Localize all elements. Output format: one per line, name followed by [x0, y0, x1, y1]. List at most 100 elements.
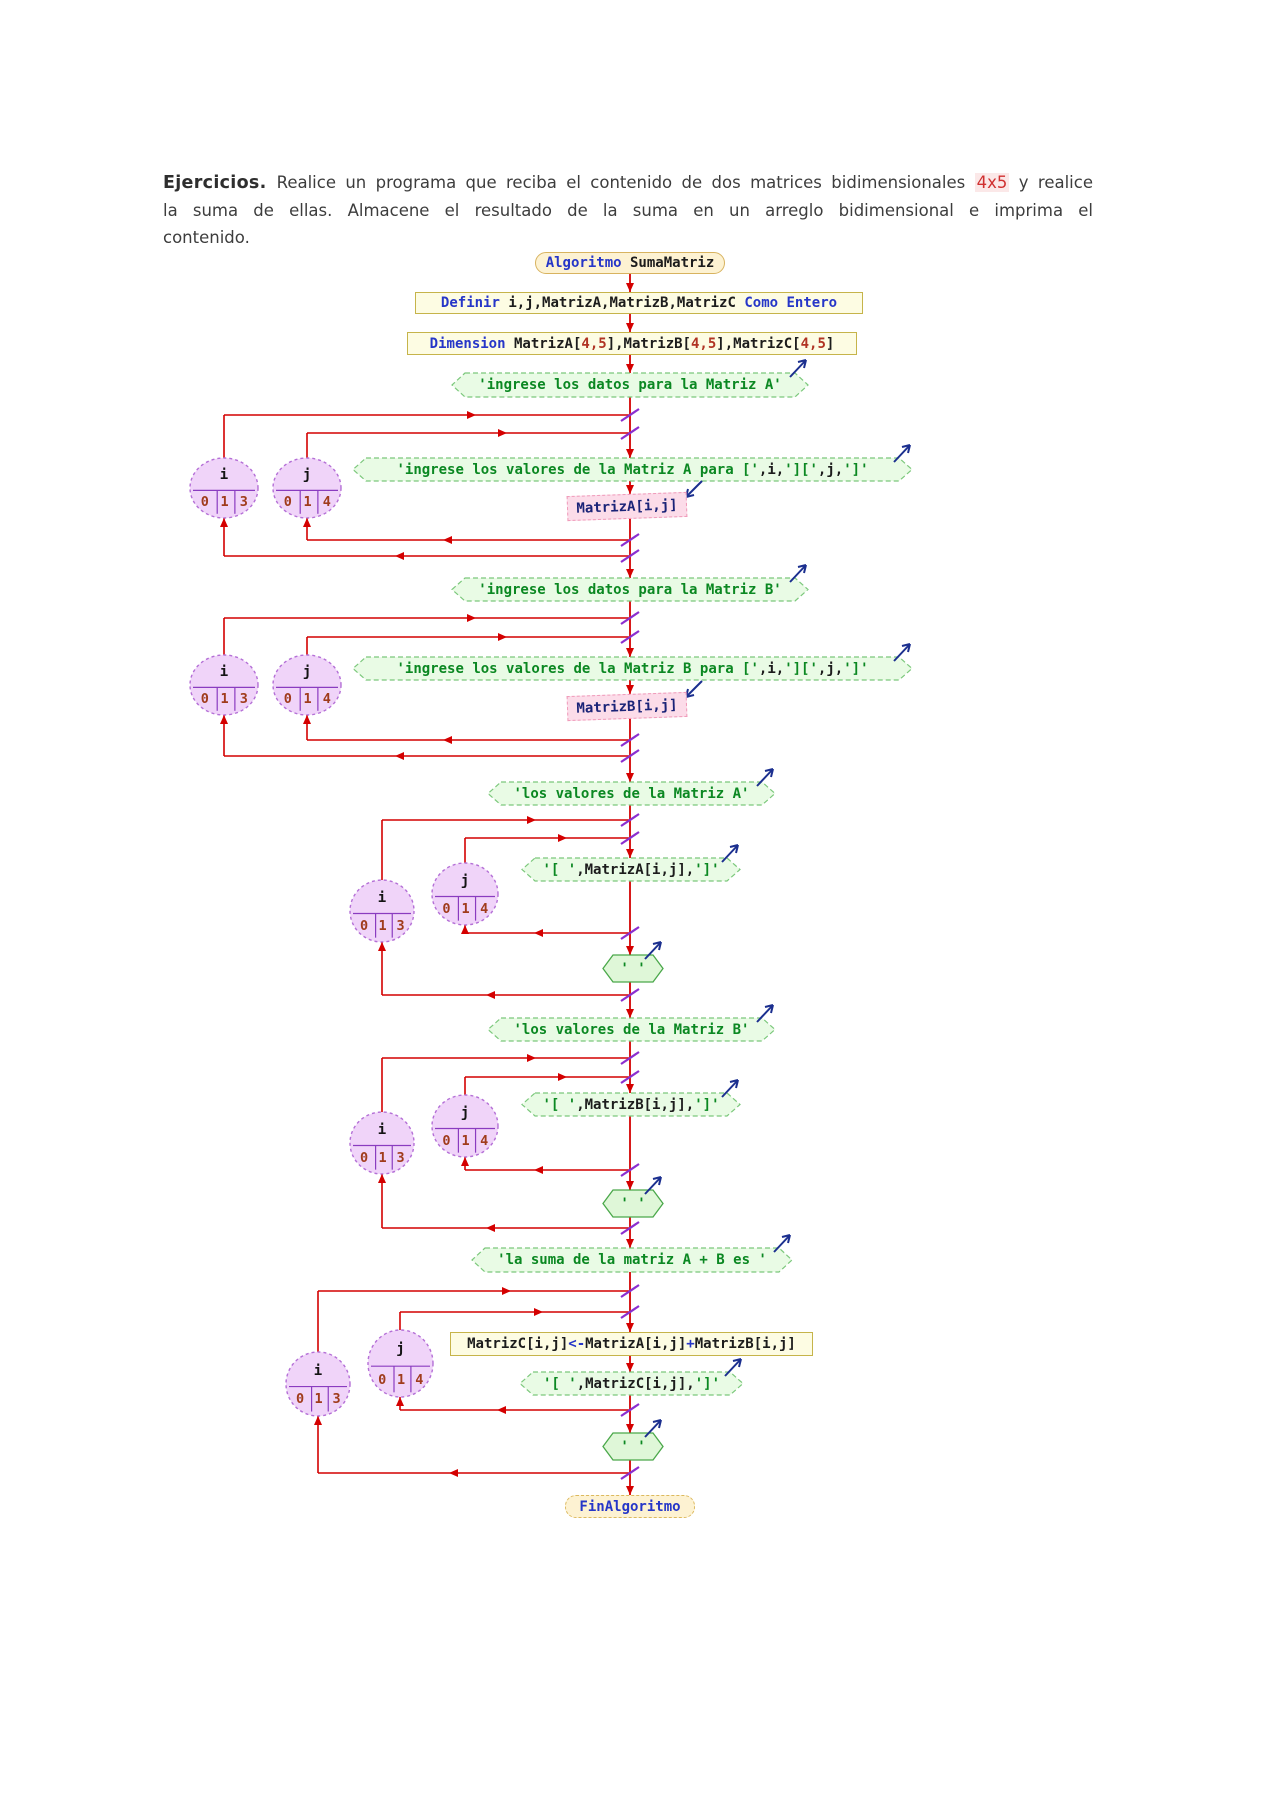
- loop-counter-i-value-1: 1: [314, 1391, 323, 1408]
- loop-counter-j-value-0: 0: [283, 691, 292, 708]
- keyboard-input-arrow-icon: [685, 680, 703, 698]
- loop-counter-j-name[interactable]: j: [396, 1341, 405, 1358]
- output-matrix-a-header[interactable]: 'ingrese los datos para la Matriz A': [452, 373, 808, 397]
- define-variables-node[interactable]: Definir i,j,MatrizA,MatrizB,MatrizC Como…: [415, 292, 863, 314]
- exercise-label: Ejercicios.: [163, 172, 267, 193]
- loop-counter-i-value-2: 3: [396, 1149, 405, 1166]
- loop-counter-i-value-1: 1: [220, 494, 229, 511]
- loop-counter-j-value-0: 0: [283, 494, 292, 511]
- loop-counter-i-name[interactable]: i: [219, 664, 229, 681]
- text-segment: ],MatrizB[: [606, 335, 691, 352]
- screen-output-arrow-icon: [644, 1176, 662, 1195]
- loop-counter-j-name[interactable]: j: [302, 467, 312, 484]
- screen-output-arrow-icon: [724, 1358, 742, 1377]
- loop-counter-i-value-0: 0: [200, 494, 209, 511]
- dimension-node[interactable]: Dimension MatrizA[4,5],MatrizB[4,5],Matr…: [407, 332, 857, 355]
- loop-counter-j-name[interactable]: j: [302, 664, 312, 681]
- loop-counter-i-value-1: 1: [220, 691, 229, 708]
- screen-output-arrow-icon: [789, 564, 807, 583]
- text-segment: 4,5: [581, 335, 607, 352]
- text-segment: ' ': [620, 1438, 646, 1455]
- text-segment: ']': [694, 861, 720, 878]
- loop-counter-j-value-1: 1: [303, 691, 312, 708]
- text-segment: 'ingrese los valores de la Matriz A para…: [396, 461, 759, 478]
- text-segment: 'ingrese los datos para la Matriz B': [478, 581, 782, 598]
- output-print-matriza[interactable]: '[ ',MatrizA[i,j],']': [522, 858, 740, 881]
- end-node[interactable]: FinAlgoritmo: [565, 1495, 695, 1518]
- loop-counter-i-name[interactable]: i: [313, 1362, 323, 1379]
- text-segment: 'los valores de la Matriz B': [513, 1021, 750, 1038]
- text-segment: ']': [843, 660, 869, 677]
- text-segment: 'ingrese los datos para la Matriz A': [478, 377, 782, 393]
- input-matrizb-node[interactable]: MatrizB[i,j]: [566, 691, 688, 722]
- text-segment: 'la suma de la matriz A + B es ': [497, 1252, 767, 1268]
- screen-output-arrow-icon: [756, 768, 774, 787]
- text-segment: MatrizC[i,j]: [467, 1336, 569, 1352]
- screen-output-arrow-icon: [773, 1234, 791, 1253]
- keyboard-input-arrow-icon: [685, 480, 703, 498]
- loop-counter-i-name[interactable]: i: [377, 1121, 387, 1138]
- text-segment: ' ': [620, 1195, 646, 1212]
- text-segment: Dimension: [429, 335, 514, 352]
- loop-counter-i-value-2: 3: [239, 494, 248, 511]
- loop-counter-j-value-1: 1: [303, 494, 312, 511]
- assign-matrizc-node[interactable]: MatrizC[i,j]<-MatrizA[i,j]+MatrizB[i,j]: [450, 1332, 813, 1356]
- screen-output-arrow-icon: [893, 643, 911, 662]
- loop-counter-i-value-1: 1: [378, 1149, 387, 1166]
- loop-counter-i-name[interactable]: i: [219, 467, 229, 484]
- output-print-matrizb[interactable]: '[ ',MatrizB[i,j],']': [522, 1093, 740, 1116]
- screen-output-arrow-icon: [644, 941, 662, 960]
- output-blank-line-2[interactable]: ' ': [603, 1190, 663, 1217]
- output-values-matrix-b-title[interactable]: 'los valores de la Matriz B': [488, 1018, 775, 1041]
- text-segment: '[ ': [542, 861, 577, 878]
- start-node[interactable]: Algoritmo SumaMatriz: [535, 252, 725, 274]
- output-values-matrix-a-title[interactable]: 'los valores de la Matriz A': [488, 782, 775, 805]
- text-segment: <-: [568, 1336, 586, 1352]
- screen-output-arrow-icon: [756, 1004, 774, 1023]
- screen-output-arrow-icon: [644, 1419, 662, 1438]
- matrix-size-highlight: 4x5: [974, 172, 1010, 192]
- loop-counter-j-value-2: 4: [415, 1371, 424, 1388]
- input-matriza-node[interactable]: MatrizA[i,j]: [566, 491, 688, 522]
- text-segment: FinAlgoritmo: [579, 1498, 681, 1515]
- output-print-matrizc[interactable]: '[ ',MatrizC[i,j],']': [520, 1372, 743, 1395]
- text-segment: ],MatrizC[: [716, 335, 801, 352]
- output-blank-line-3[interactable]: ' ': [603, 1433, 663, 1460]
- text-segment: MatrizA[i,j]: [576, 496, 678, 517]
- output-matrix-b-prompt[interactable]: 'ingrese los valores de la Matriz B para…: [353, 657, 912, 680]
- text-segment: 'ingrese los valores de la Matriz B para…: [396, 660, 759, 677]
- text-segment: MatrizB[i,j]: [694, 1336, 796, 1352]
- text-segment: ,i,: [758, 660, 785, 677]
- loop-counter-j-value-1: 1: [461, 1132, 470, 1149]
- exercise-text-1: Realice un programa que reciba el conten…: [276, 172, 975, 192]
- output-blank-line-1[interactable]: ' ': [603, 955, 663, 982]
- screen-output-arrow-icon: [721, 844, 739, 863]
- loop-counter-j-value-2: 4: [322, 691, 331, 708]
- output-matrix-a-prompt[interactable]: 'ingrese los valores de la Matriz A para…: [353, 458, 912, 481]
- loop-counter-i-name[interactable]: i: [377, 889, 387, 906]
- loop-counter-i-value-0: 0: [359, 917, 369, 934]
- output-matrix-b-header[interactable]: 'ingrese los datos para la Matriz B': [452, 578, 808, 601]
- output-sum-title[interactable]: 'la suma de la matriz A + B es ': [472, 1248, 792, 1272]
- loop-counter-i-value-2: 3: [239, 691, 248, 708]
- loop-counter-j-value-2: 4: [322, 494, 331, 511]
- text-segment: Algoritmo: [545, 255, 630, 271]
- flow-marks: [220, 283, 911, 1495]
- loop-counter-j-name[interactable]: j: [460, 1104, 470, 1121]
- text-segment: ']': [694, 1375, 721, 1392]
- loop-counter-j-name[interactable]: j: [460, 872, 470, 889]
- text-segment: '[ ': [542, 1375, 577, 1392]
- loop-counter-j-value-0: 0: [442, 1132, 451, 1149]
- text-segment: '][': [784, 461, 818, 478]
- screen-output-arrow-icon: [789, 359, 807, 378]
